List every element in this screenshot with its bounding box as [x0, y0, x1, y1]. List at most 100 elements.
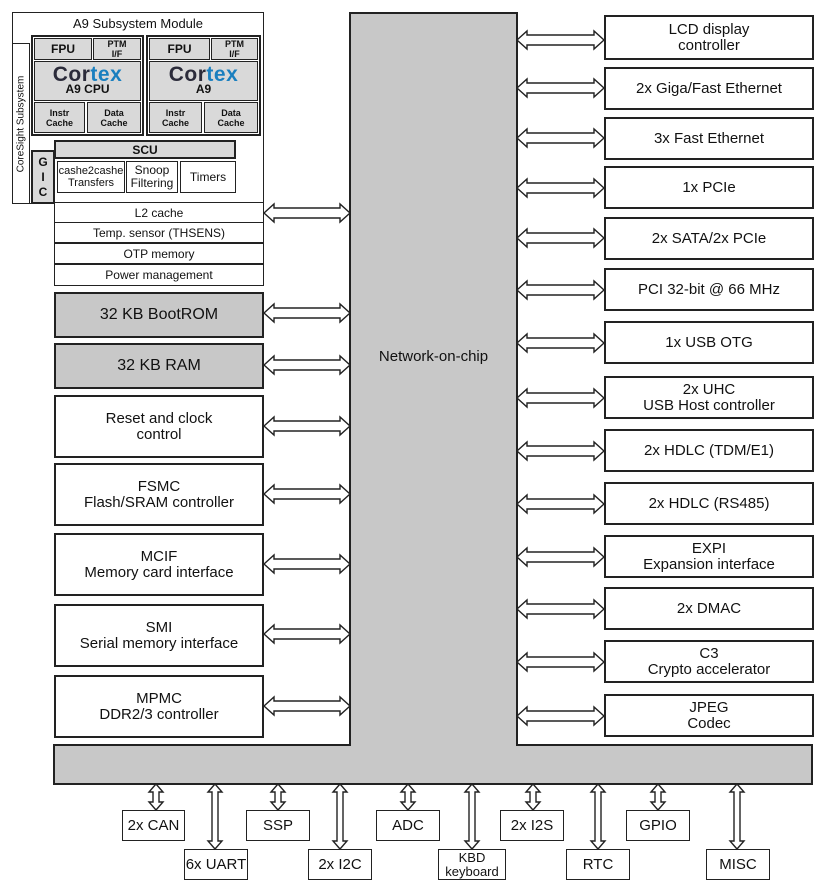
right-arrow-7 [515, 387, 606, 409]
mcif-l2: Memory card interface [84, 563, 234, 581]
right-arrow-9 [515, 493, 606, 515]
cpu1-dcache-l2: Cache [217, 117, 245, 128]
ram-label: 32 KB RAM [117, 357, 201, 374]
right-arrow-4 [515, 227, 606, 249]
rtc-label: RTC [582, 855, 614, 873]
sata-pcie-block: 2x SATA/2x PCIe [604, 217, 814, 260]
cpu0-icache: Instr Cache [34, 102, 85, 133]
cpu0-name: A9 CPU [65, 82, 110, 96]
giga-ethernet-block: 2x Giga/Fast Ethernet [604, 67, 814, 110]
mcif-block: MCIF Memory card interface [54, 533, 264, 596]
kbd-l1: KBD [458, 849, 486, 865]
bottom-arrow-7 [589, 782, 607, 851]
ram-block: 32 KB RAM [54, 343, 264, 389]
cpu1-dcache-l1: Data [221, 107, 241, 118]
left-arrow-0 [262, 202, 352, 224]
jpeg-block: JPEG Codec [604, 694, 814, 737]
right-arrow-3 [515, 177, 606, 199]
ssp-label: SSP [262, 816, 293, 834]
cpu0-dcache-l1: Data [104, 107, 124, 118]
bottom-arrow-4 [399, 782, 417, 812]
cpu0-ptm-l2: I/F [111, 49, 123, 59]
snoop-filtering-block: Snoop Filtering [126, 161, 178, 193]
l2-cache-row: L2 cache [54, 202, 264, 223]
uhc-l2: USB Host controller [643, 396, 775, 414]
i2c-label: 2x I2C [318, 855, 362, 873]
snoop-l2: Filtering [130, 176, 174, 190]
fast-ethernet-block: 3x Fast Ethernet [604, 117, 814, 160]
fsmc-block: FSMC Flash/SRAM controller [54, 463, 264, 526]
noc-bus [53, 12, 813, 785]
mpmc-l2: DDR2/3 controller [99, 705, 219, 723]
bottom-arrow-1 [206, 782, 224, 851]
giga-ethernet-label: 2x Giga/Fast Ethernet [636, 79, 782, 97]
pci-block: PCI 32-bit @ 66 MHz [604, 268, 814, 311]
right-arrow-8 [515, 440, 606, 462]
expi-l1: EXPI [691, 539, 727, 557]
cpu0-cortex-logo: Cortex [53, 64, 123, 85]
cpu1-icache-l1: Instr [165, 107, 186, 118]
cpu0-brand-b: tex [90, 63, 123, 86]
mpmc-block: MPMC DDR2/3 controller [54, 675, 264, 738]
crypto-l2: Crypto accelerator [647, 660, 771, 678]
lcd-l2: controller [678, 36, 740, 54]
bottom-arrow-9 [728, 782, 746, 851]
left-arrow-2 [262, 354, 352, 376]
cpu0-icache-l1: Instr [49, 107, 70, 118]
pcie-block: 1x PCIe [604, 166, 814, 209]
power-management-row: Power management [54, 264, 264, 286]
i2s-block: 2x I2S [500, 810, 564, 841]
right-arrow-6 [515, 332, 606, 354]
sata-pcie-label: 2x SATA/2x PCIe [651, 229, 767, 247]
right-arrow-10 [515, 546, 606, 568]
cpu0-core: Cortex A9 CPU [34, 61, 141, 101]
left-arrow-3 [262, 415, 352, 437]
bottom-arrow-6 [524, 782, 542, 812]
kbd-block: KBD keyboard [438, 849, 506, 880]
cpu0-fpu: FPU [34, 38, 92, 60]
lcd-controller-block: LCD display controller [604, 15, 814, 60]
a9-module-title: A9 Subsystem Module [72, 16, 204, 31]
reset-clock-block: Reset and clock control [54, 395, 264, 458]
uart-label: 6x UART [185, 855, 247, 873]
misc-block: MISC [706, 849, 770, 880]
cpu0-icache-l2: Cache [45, 117, 73, 128]
cpu1-fpu: FPU [149, 38, 210, 60]
uhc-block: 2x UHC USB Host controller [604, 376, 814, 419]
right-arrow-1 [515, 77, 606, 99]
right-arrow-13 [515, 705, 606, 727]
bottom-arrow-5 [463, 782, 481, 851]
fast-ethernet-label: 3x Fast Ethernet [653, 129, 765, 147]
usb-otg-block: 1x USB OTG [604, 321, 814, 364]
adc-block: ADC [376, 810, 440, 841]
bottom-arrow-8 [649, 782, 667, 812]
expi-l2: Expansion interface [643, 555, 775, 573]
cache2cache-block: cashe2cashe Transfers [57, 161, 125, 193]
cpu1-ptm-l1: PTM [225, 39, 244, 49]
right-arrow-12 [515, 651, 606, 673]
dmac-label: 2x DMAC [676, 599, 742, 617]
bootrom-block: 32 KB BootROM [54, 292, 264, 338]
misc-label: MISC [719, 855, 757, 873]
temp-sensor-row: Temp. sensor (THSENS) [54, 222, 264, 243]
rtc-block: RTC [566, 849, 630, 880]
coresight-subsystem: CoreSight Subsystem [12, 43, 30, 204]
adc-label: ADC [392, 816, 424, 834]
uart-block: 6x UART [184, 849, 248, 880]
timers-block: Timers [180, 161, 236, 193]
smi-l2: Serial memory interface [79, 634, 239, 652]
cpu1-icache: Instr Cache [149, 102, 202, 133]
hdlc-tdm-label: 2x HDLC (TDM/E1) [643, 441, 774, 459]
left-arrow-1 [262, 302, 352, 324]
hdlc-rs485-block: 2x HDLC (RS485) [604, 482, 814, 525]
kbd-l2: keyboard [445, 863, 499, 879]
c2c-l2: Transfers [67, 177, 115, 189]
scu-block: SCU [54, 140, 236, 159]
cpu1-dcache: Data Cache [204, 102, 258, 133]
reset-clock-l1: Reset and clock [105, 409, 213, 427]
uhc-l1: 2x UHC [682, 380, 736, 398]
usb-otg-label: 1x USB OTG [665, 333, 753, 351]
smi-l1: SMI [145, 618, 173, 636]
